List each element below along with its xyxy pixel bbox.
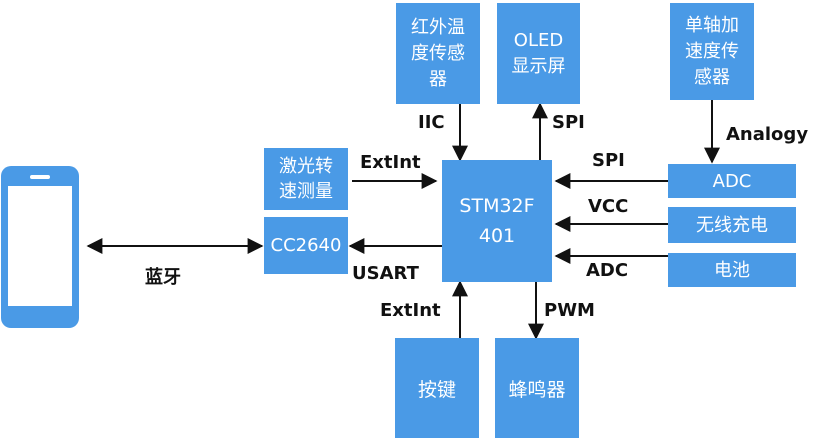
buzzer-block: 蜂鸣器	[495, 338, 579, 438]
label-spi-oled: SPI	[552, 112, 585, 133]
adc-block: ADC	[668, 164, 796, 198]
laser-speed-block: 激光转 速测量	[264, 148, 348, 210]
label-pwm: PWM	[544, 300, 595, 321]
label-spi-adc: SPI	[592, 150, 625, 171]
battery-block: 电池	[668, 253, 796, 287]
label-usart: USART	[352, 263, 419, 284]
accelerometer-block: 单轴加 速度传 感器	[670, 3, 754, 100]
mcu-block: STM32F 401	[442, 160, 552, 282]
label-vcc: VCC	[588, 196, 629, 217]
label-analogy: Analogy	[726, 124, 809, 145]
ble-module-block: CC2640	[264, 217, 348, 274]
oled-display-block: OLED 显示屏	[497, 3, 580, 104]
ir-temp-sensor-block: 红外温 度传感 器	[396, 3, 480, 104]
key-block: 按键	[395, 338, 479, 438]
label-bluetooth: 蓝牙	[145, 267, 181, 288]
wireless-charging-block: 无线充电	[668, 207, 796, 243]
label-extint-key: ExtInt	[380, 300, 441, 321]
phone-icon	[1, 166, 79, 328]
label-iic: IIC	[418, 112, 445, 133]
label-extint-laser: ExtInt	[360, 152, 421, 173]
label-adc-battery: ADC	[586, 260, 629, 281]
